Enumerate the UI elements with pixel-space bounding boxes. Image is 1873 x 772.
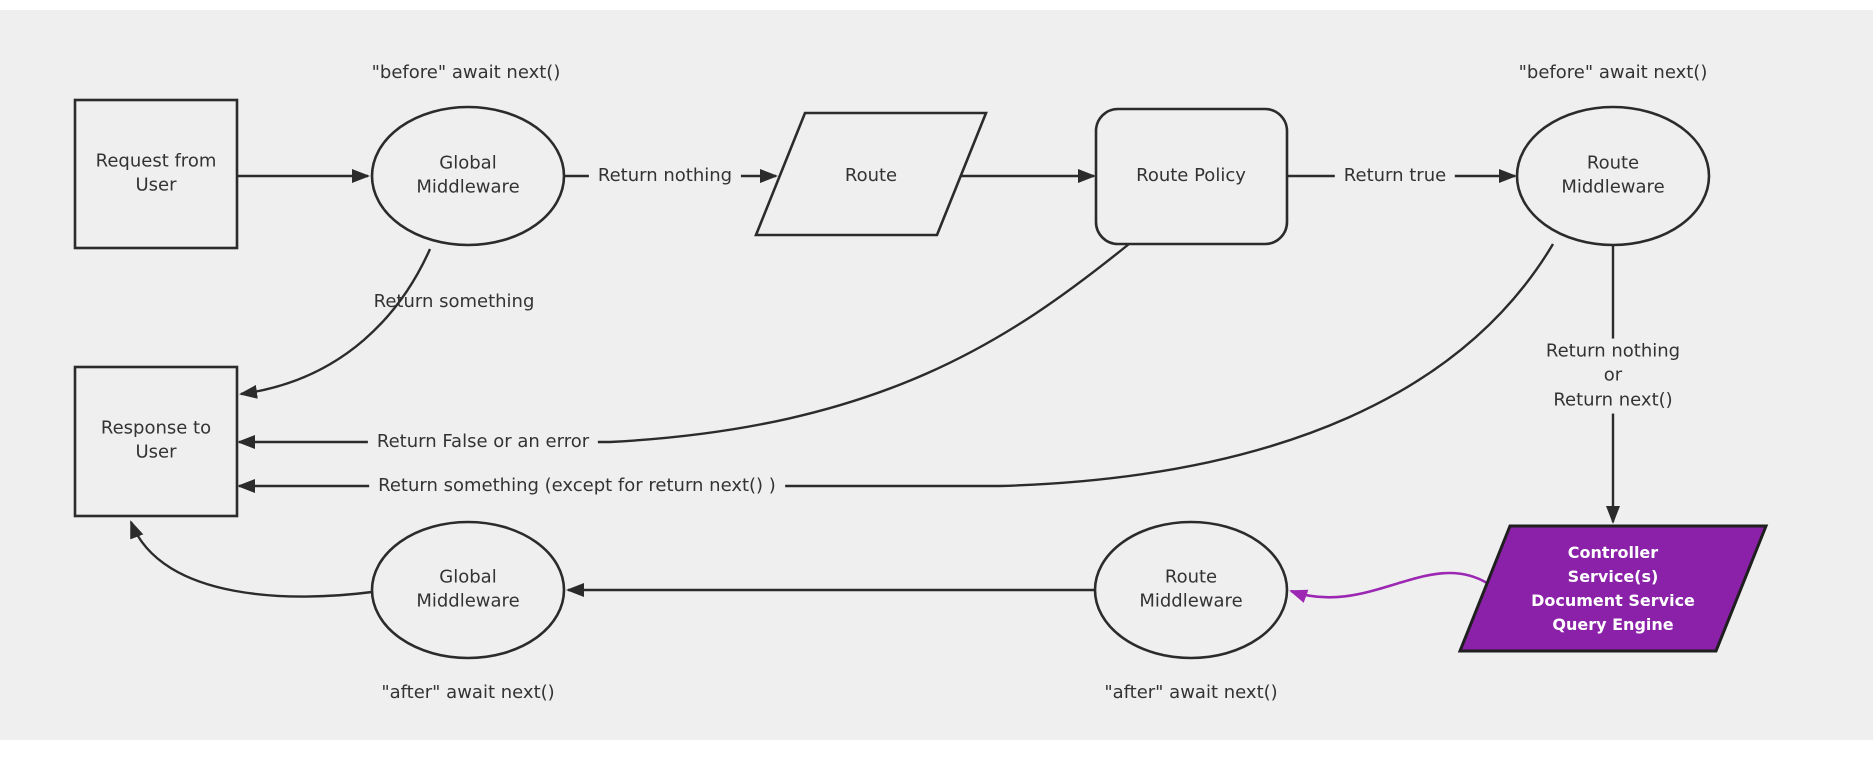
controller-services-label: Controller Service(s) Document Service Q… [1531,543,1695,634]
edge-global-middleware-after-to-response [129,520,373,598]
route-policy-label: Route Policy [1136,164,1246,186]
route-middleware-top-node [1515,105,1711,247]
edge-label-before-await-next-left: "before" await next() [371,61,561,83]
route-policy-node [1094,107,1289,246]
response-to-user-node [73,365,239,518]
edge-label-return-false-or-error: Return False or an error [367,428,599,456]
edge-label-return-nothing-or-next: Return nothing or Return next() [1536,338,1690,414]
route-node [754,111,988,237]
edge-label-after-await-next-left: "after" await next() [381,681,555,703]
route-middleware-top-label: Route Middleware [1561,152,1665,198]
edge-label-return-nothing: Return nothing [588,162,742,190]
route-middleware-bottom-label: Route Middleware [1139,566,1243,612]
global-middleware-bottom-node [370,520,566,660]
edge-label-return-true: Return true [1334,162,1456,190]
edge-label-return-something-except: Return something (except for return next… [369,472,785,500]
edge-label-return-something: Return something [373,290,535,312]
edge-route-middleware-to-response [237,243,1555,493]
route-middleware-bottom-node [1093,520,1289,660]
edge-controller-to-route-middleware-after [1289,571,1488,603]
global-middleware-top-node [370,105,566,247]
global-middleware-top-label: Global Middleware [416,152,520,198]
response-to-user-label: Response to User [100,417,212,463]
request-from-user-label: Request from User [95,150,217,196]
edge-label-before-await-next-right: "before" await next() [1518,61,1708,83]
edge-label-after-await-next-right: "after" await next() [1104,681,1278,703]
controller-services-node [1457,524,1769,653]
edge-route-policy-to-response [237,243,1130,449]
route-label: Route [844,164,898,186]
global-middleware-bottom-label: Global Middleware [416,566,520,612]
edge-global-middleware-to-response [239,248,432,399]
request-from-user-node [73,98,239,250]
